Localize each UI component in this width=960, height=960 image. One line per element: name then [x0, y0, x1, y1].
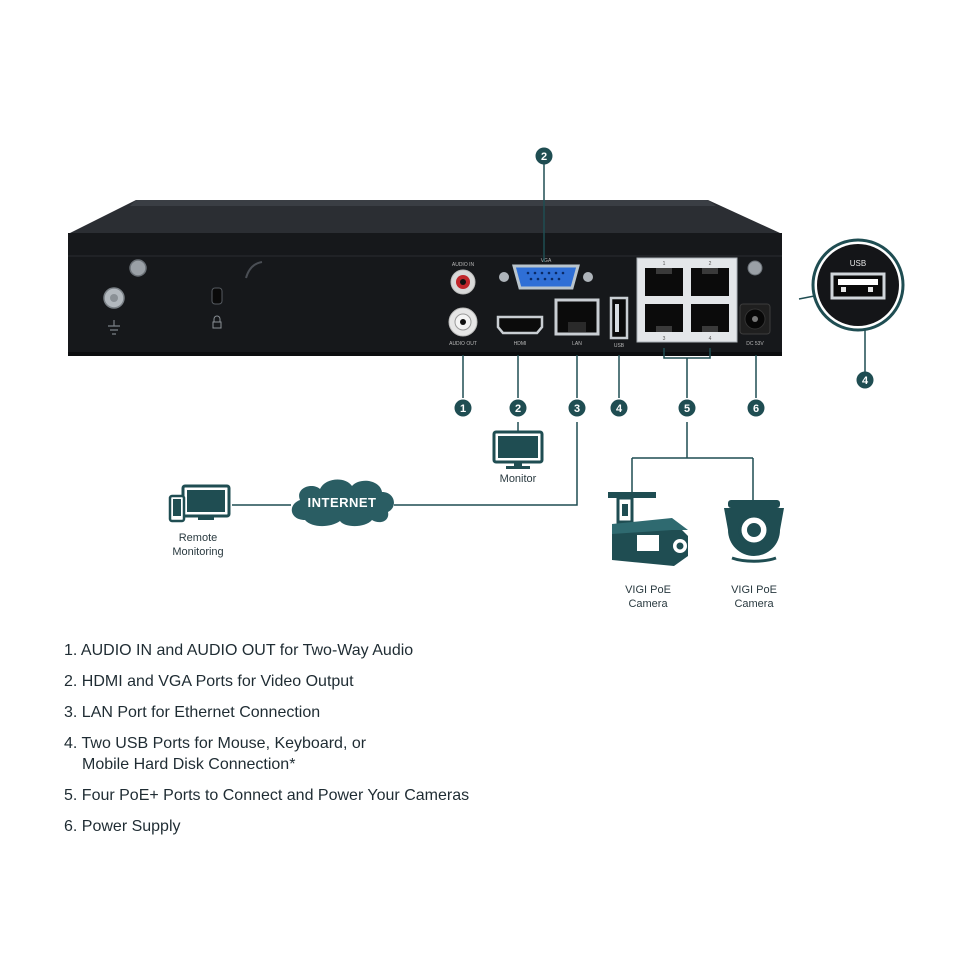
callout-3: 3 [574, 403, 580, 415]
dc-label: DC 53V [746, 341, 764, 347]
device-top-panel [70, 200, 780, 233]
remote-monitor-base [198, 516, 214, 520]
usb-port-tongue [615, 304, 619, 332]
usb-zoom-port [830, 272, 886, 300]
dome-camera-lens-core [747, 523, 761, 537]
cloud-icon [291, 479, 394, 527]
dome-camera-shadow [731, 556, 777, 563]
poe-clip-1 [656, 268, 672, 274]
usb-label: USB [614, 343, 625, 349]
callout-4: 4 [616, 403, 623, 415]
camera-mount-hole [622, 504, 628, 516]
dc-port-pin [752, 316, 758, 322]
internet-cloud: INTERNET [291, 479, 394, 527]
ground-symbol-icon [108, 320, 120, 335]
usb-zoom-pin-1 [841, 287, 846, 292]
monitor-label: Monitor [500, 473, 537, 485]
vga-label: VGA [541, 258, 552, 264]
internet-label: INTERNET [308, 495, 377, 510]
device-top-highlight [130, 200, 716, 206]
callout-2: 2 [515, 403, 521, 415]
ground-screw-core [110, 294, 118, 302]
dome-camera: VIGI PoE Camera [724, 500, 784, 610]
lan-label: LAN [572, 341, 582, 347]
feature-item-2: 2. HDMI and VGA Ports for Video Output [64, 673, 354, 690]
bullet-camera-sticker [635, 533, 661, 553]
callout-6-badge [747, 399, 765, 417]
vga-screw-left [499, 272, 509, 282]
device-bottom-edge [68, 352, 782, 356]
monitor-neck [514, 462, 522, 466]
feature-item-4-line2: Mobile Hard Disk Connection* [82, 756, 296, 773]
callout-6: 6 [753, 403, 759, 415]
poe-2-label: 2 [709, 261, 712, 267]
remote-label-line2: Monitoring [172, 546, 223, 558]
vga-screw-right [583, 272, 593, 282]
remote-monitoring: Remote Monitoring [168, 484, 231, 558]
feature-item-3: 3. LAN Port for Ethernet Connection [64, 704, 321, 721]
remote-phone-screen [173, 499, 181, 516]
camera2-label-line2: Camera [734, 598, 774, 610]
callout-5: 5 [684, 403, 690, 415]
dome-camera-top [728, 500, 780, 508]
poe-clip-2 [702, 268, 718, 274]
bullet-camera-lens-core [676, 542, 684, 550]
callout-4-zoom: 4 [862, 375, 869, 387]
callout-5-badge [678, 399, 696, 417]
poe-4-label: 4 [709, 336, 712, 342]
poe-1-label: 1 [663, 261, 666, 267]
bullet-camera: VIGI PoE Camera [608, 492, 688, 610]
feature-list: 1. AUDIO IN and AUDIO OUT for Two-Way Au… [64, 640, 469, 847]
nvr-device: AUDIO IN AUDIO OUT VGA HDMI LAN USB [68, 200, 782, 356]
remote-label-line1: Remote [179, 532, 218, 544]
audio-in-label: AUDIO IN [452, 262, 475, 268]
feature-item-5: 5. Four PoE+ Ports to Connect and Power … [64, 787, 470, 804]
remote-monitor-screen [187, 490, 225, 512]
feature-item-6: 6. Power Supply [64, 818, 181, 835]
callout-3-badge [568, 399, 586, 417]
poe-clip-3 [656, 326, 672, 332]
callout-1: 1 [460, 403, 466, 415]
usb-zoom-label: USB [850, 259, 866, 268]
feature-item-4-line1: 4. Two USB Ports for Mouse, Keyboard, or [64, 735, 367, 752]
callout-2-top: 2 [541, 151, 547, 163]
lan-port-clip [568, 322, 586, 332]
feature-item-1: 1. AUDIO IN and AUDIO OUT for Two-Way Au… [64, 642, 414, 659]
feature-item-4: 4. Two USB Ports for Mouse, Keyboard, or… [64, 733, 469, 775]
callout-2-badge [509, 399, 527, 417]
callout-2-top-badge [535, 147, 553, 165]
screw-icon-right [747, 260, 763, 276]
monitor-screen [498, 436, 538, 458]
usb-zoom-pin-2 [868, 287, 873, 292]
bullet-camera-hood [612, 518, 688, 534]
poe-clip-4 [702, 326, 718, 332]
camera1-label-line1: VIGI PoE [625, 584, 671, 596]
screw-icon [129, 259, 147, 277]
lock-icon [212, 315, 222, 329]
callout-1-badge [454, 399, 472, 417]
callout-numbers: 2 1 2 3 4 5 6 4 [454, 147, 874, 417]
usb-zoom: USB [811, 238, 905, 332]
audio-in-hole [460, 279, 466, 285]
audio-out-hole [460, 319, 466, 325]
callout-4-zoom-badge [856, 371, 874, 389]
callout-4-badge [610, 399, 628, 417]
usb-zoom-tongue [838, 279, 878, 285]
audio-out-label: AUDIO OUT [449, 341, 477, 347]
camera1-label-line2: Camera [628, 598, 668, 610]
hdmi-port [496, 315, 544, 335]
kensington-lock-icon [211, 287, 223, 305]
hdmi-label: HDMI [514, 341, 527, 347]
monitor-base [506, 466, 530, 469]
vent-arc [245, 261, 263, 279]
vga-pins [526, 271, 565, 281]
poe-3-label: 3 [663, 336, 666, 342]
camera2-label-line1: VIGI PoE [731, 584, 777, 596]
vga-port [512, 264, 580, 290]
monitor: Monitor [492, 430, 544, 485]
camera-mount-plate [608, 492, 656, 498]
